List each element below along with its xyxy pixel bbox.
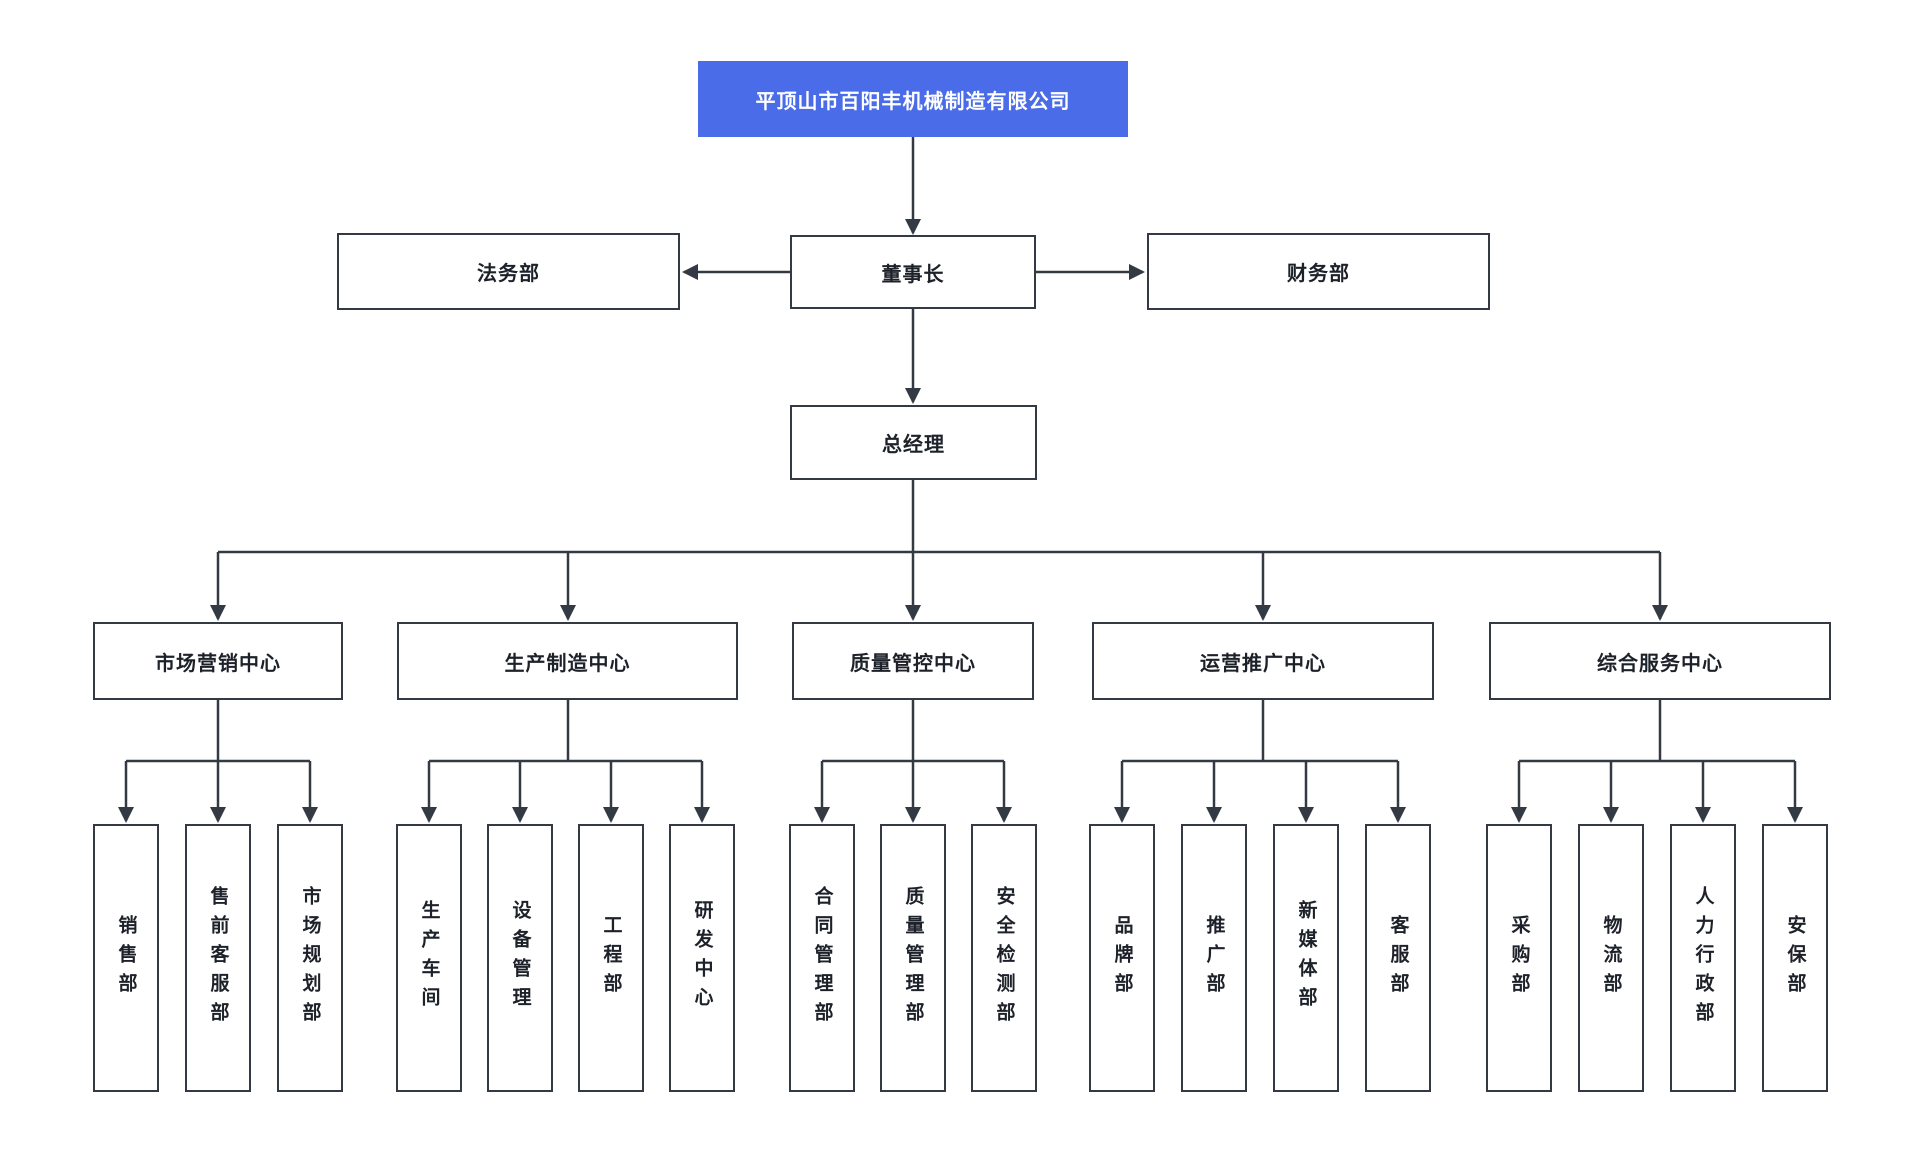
customer-service-dept-label: 客服部: [1387, 914, 1409, 1002]
promotion-dept-node[interactable]: 推广部: [1181, 824, 1247, 1092]
equipment-management-label: 设备管理: [509, 900, 531, 1016]
connector-rails: [126, 480, 1795, 763]
services-center-node[interactable]: 综合服务中心: [1489, 622, 1831, 700]
engineering-dept-label: 工程部: [600, 914, 622, 1002]
production-center-label: 生产制造中心: [504, 652, 631, 675]
market-planning-dept-label: 市场规划部: [299, 885, 321, 1031]
security-dept-label: 安保部: [1784, 914, 1806, 1002]
hr-admin-dept-node[interactable]: 人力行政部: [1670, 824, 1736, 1092]
presales-service-dept-label: 售前客服部: [207, 885, 229, 1031]
legal-dept-node[interactable]: 法务部: [337, 233, 680, 310]
customer-service-dept-node[interactable]: 客服部: [1365, 824, 1431, 1092]
security-dept-node[interactable]: 安保部: [1762, 824, 1828, 1092]
sales-dept-node[interactable]: 销售部: [93, 824, 159, 1092]
safety-inspection-dept-label: 安全检测部: [993, 885, 1015, 1031]
logistics-dept-label: 物流部: [1600, 914, 1622, 1002]
contract-management-dept-label: 合同管理部: [811, 885, 833, 1031]
chairman-label: 董事长: [881, 263, 945, 286]
company-root-node[interactable]: 平顶山市百阳丰机械制造有限公司: [698, 61, 1128, 137]
quality-management-dept-label: 质量管理部: [902, 885, 924, 1031]
quality-center-label: 质量管控中心: [850, 652, 976, 675]
hr-admin-dept-label: 人力行政部: [1692, 885, 1714, 1031]
marketing-center-node[interactable]: 市场营销中心: [93, 622, 343, 700]
engineering-dept-node[interactable]: 工程部: [578, 824, 644, 1092]
logistics-dept-node[interactable]: 物流部: [1578, 824, 1644, 1092]
general-manager-node[interactable]: 总经理: [790, 405, 1037, 480]
operations-center-node[interactable]: 运营推广中心: [1092, 622, 1434, 700]
production-workshop-node[interactable]: 生产车间: [396, 824, 462, 1092]
legal-dept-label: 法务部: [477, 263, 540, 285]
rnd-center-label: 研发中心: [691, 900, 713, 1016]
promotion-dept-label: 推广部: [1203, 914, 1225, 1002]
finance-dept-node[interactable]: 财务部: [1147, 233, 1490, 310]
contract-management-dept-node[interactable]: 合同管理部: [789, 824, 855, 1092]
quality-center-node[interactable]: 质量管控中心: [792, 622, 1034, 700]
sales-dept-label: 销售部: [115, 914, 137, 1002]
production-workshop-label: 生产车间: [418, 900, 440, 1016]
new-media-dept-node[interactable]: 新媒体部: [1273, 824, 1339, 1092]
finance-dept-label: 财务部: [1287, 263, 1350, 285]
brand-dept-label: 品牌部: [1111, 914, 1133, 1002]
new-media-dept-label: 新媒体部: [1295, 900, 1317, 1016]
services-center-label: 综合服务中心: [1597, 652, 1723, 675]
presales-service-dept-node[interactable]: 售前客服部: [185, 824, 251, 1092]
production-center-node[interactable]: 生产制造中心: [397, 622, 738, 700]
procurement-dept-node[interactable]: 采购部: [1486, 824, 1552, 1092]
company-root-label: 平顶山市百阳丰机械制造有限公司: [755, 90, 1071, 113]
market-planning-dept-node[interactable]: 市场规划部: [277, 824, 343, 1092]
equipment-management-node[interactable]: 设备管理: [487, 824, 553, 1092]
rnd-center-node[interactable]: 研发中心: [669, 824, 735, 1092]
procurement-dept-label: 采购部: [1508, 914, 1530, 1002]
brand-dept-node[interactable]: 品牌部: [1089, 824, 1155, 1092]
marketing-center-label: 市场营销中心: [155, 652, 281, 675]
general-manager-label: 总经理: [882, 434, 945, 456]
operations-center-label: 运营推广中心: [1200, 652, 1326, 675]
safety-inspection-dept-node[interactable]: 安全检测部: [971, 824, 1037, 1092]
quality-management-dept-node[interactable]: 质量管理部: [880, 824, 946, 1092]
chairman-node[interactable]: 董事长: [790, 235, 1036, 309]
